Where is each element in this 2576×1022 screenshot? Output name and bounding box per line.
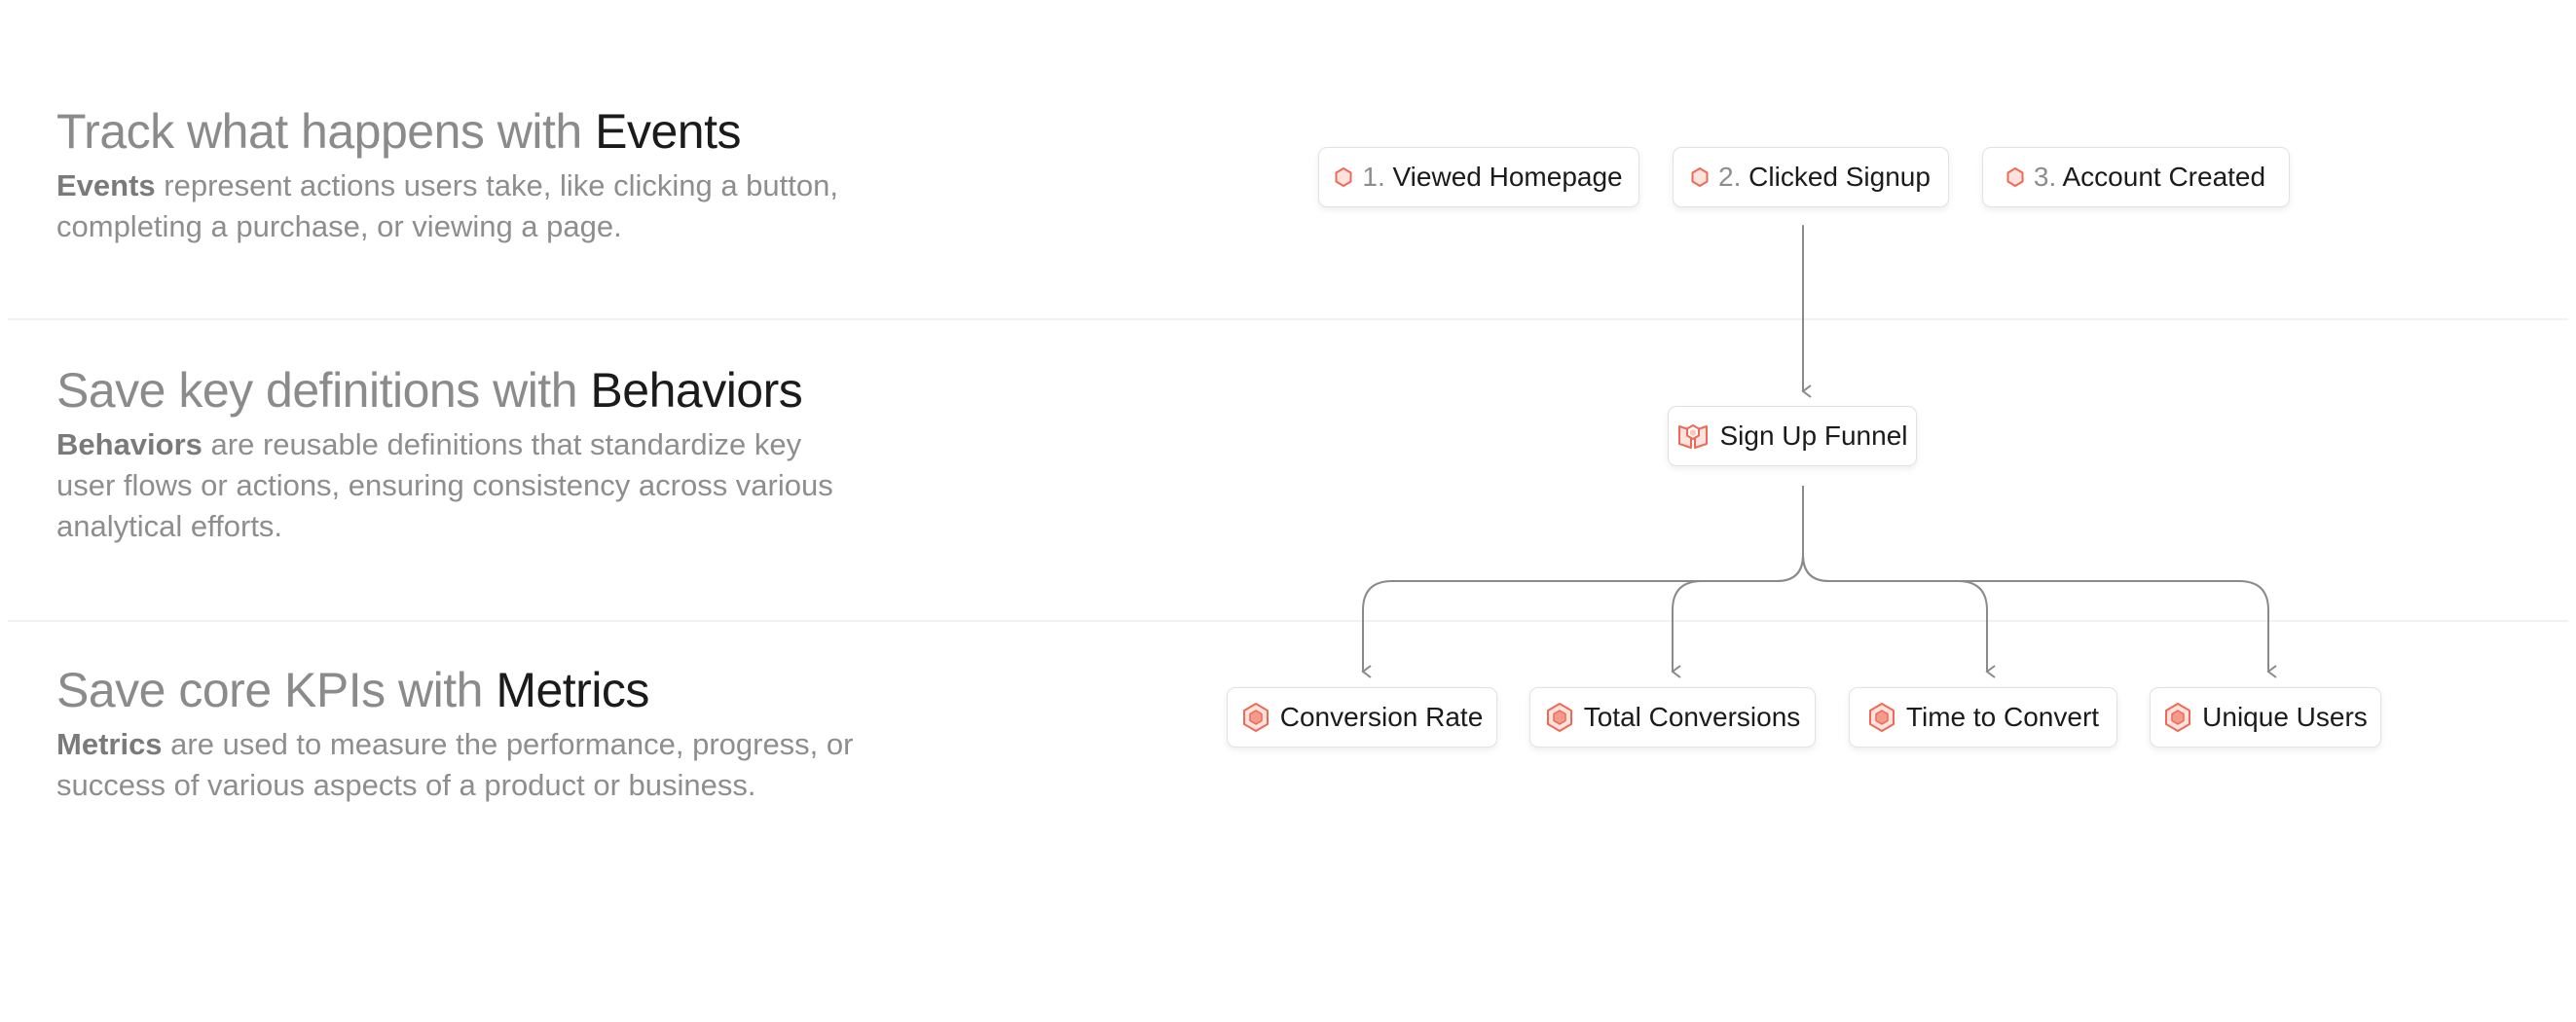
section-description-lead: Behaviors [56, 427, 202, 461]
behavior-node-sign-up-funnel[interactable]: Sign Up Funnel [1668, 406, 1917, 466]
section-description: Metrics are used to measure the performa… [56, 724, 855, 806]
metric-hexagon-icon [1867, 702, 1896, 733]
event-label: Account Created [2062, 162, 2266, 192]
section-description: Events represent actions users take, lik… [56, 165, 855, 247]
event-node-account-created[interactable]: 3. Account Created [1982, 147, 2290, 207]
event-step-number: 2. [1718, 162, 1742, 192]
section-title-prefix: Save core KPIs with [56, 663, 483, 717]
metric-label: Unique Users [2202, 702, 2368, 732]
section-title-strong: Metrics [496, 663, 649, 717]
section-title-strong: Behaviors [590, 363, 803, 418]
metric-hexagon-icon [1545, 702, 1574, 733]
metric-label: Conversion Rate [1279, 702, 1484, 732]
events-section: Track what happens with Events Events re… [56, 101, 855, 247]
section-title-prefix: Save key definitions with [56, 363, 578, 418]
section-description-lead: Metrics [56, 727, 163, 761]
metric-hexagon-icon [1241, 702, 1270, 733]
metric-label: Time to Convert [1905, 702, 2100, 732]
behavior-book-icon [1676, 421, 1710, 451]
behavior-label: Sign Up Funnel [1719, 420, 1908, 451]
section-title: Save key definitions with Behaviors [56, 360, 855, 420]
metric-node-time-to-convert[interactable]: Time to Convert [1849, 687, 2117, 748]
metric-label: Total Conversions [1583, 702, 1801, 732]
behaviors-section: Save key definitions with Behaviors Beha… [56, 360, 855, 547]
section-title: Track what happens with Events [56, 101, 855, 162]
section-description-body: are reusable definitions that standardiz… [56, 427, 833, 543]
connector-behavior-to-time-to-convert [1802, 486, 1996, 678]
metric-hexagon-icon [2163, 702, 2192, 733]
section-title-strong: Events [595, 104, 741, 159]
metric-node-total-conversions[interactable]: Total Conversions [1529, 687, 1816, 748]
connector-behavior-to-unique-users [1802, 486, 2277, 678]
metric-node-unique-users[interactable]: Unique Users [2150, 687, 2381, 748]
event-step-number: 3. [2033, 162, 2057, 192]
section-title-prefix: Track what happens with [56, 104, 582, 159]
event-hexagon-icon [1335, 167, 1352, 187]
metrics-section: Save core KPIs with Metrics Metrics are … [56, 660, 855, 806]
section-description-body: represent actions users take, like click… [56, 168, 838, 243]
event-step-number: 1. [1362, 162, 1385, 192]
event-label: Viewed Homepage [1392, 162, 1623, 192]
event-hexagon-icon [1691, 167, 1709, 187]
event-hexagon-icon [2006, 167, 2024, 187]
section-divider [8, 318, 2568, 320]
connector-behavior-to-conversion-rate [1361, 486, 1804, 678]
section-divider [8, 620, 2568, 622]
metric-node-conversion-rate[interactable]: Conversion Rate [1227, 687, 1497, 748]
event-node-clicked-signup[interactable]: 2. Clicked Signup [1673, 147, 1949, 207]
section-description-body: are used to measure the performance, pro… [56, 727, 854, 802]
event-node-viewed-homepage[interactable]: 1. Viewed Homepage [1318, 147, 1639, 207]
connector-behavior-to-total-conversions [1671, 486, 1804, 678]
section-description-lead: Events [56, 168, 156, 202]
section-description: Behaviors are reusable definitions that … [56, 424, 855, 547]
section-title: Save core KPIs with Metrics [56, 660, 855, 720]
event-label: Clicked Signup [1748, 162, 1931, 192]
